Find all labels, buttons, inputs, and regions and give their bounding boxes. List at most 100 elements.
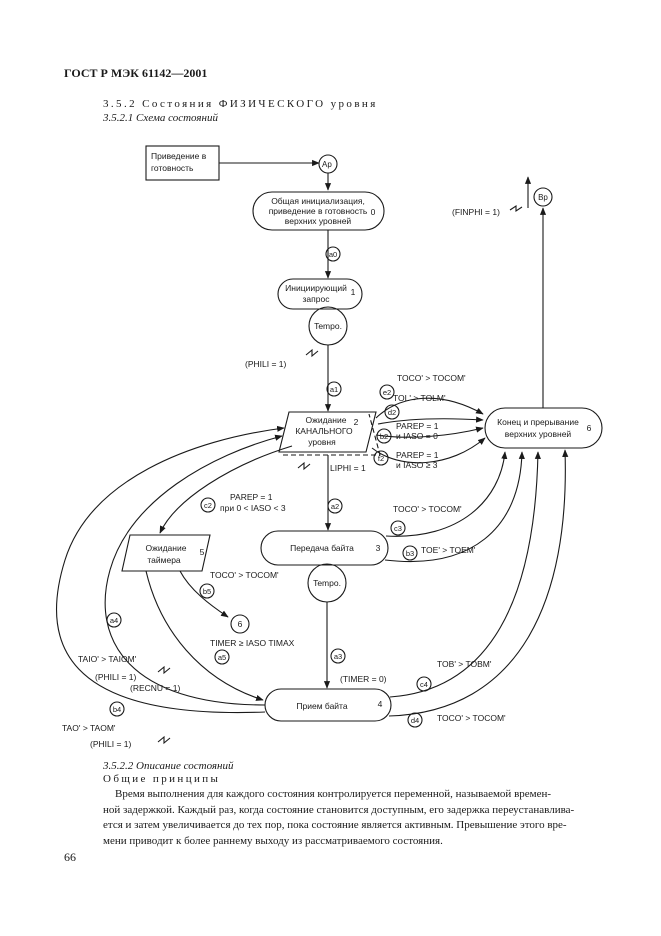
body-paragraph: Время выполнения для каждого состояния к… xyxy=(103,787,601,849)
phili-a-label: (PHILI = 1) xyxy=(95,672,137,682)
t-a5-circle xyxy=(214,649,230,665)
node-ap-label: Ap xyxy=(322,160,332,169)
t-a3-label: a3 xyxy=(334,652,342,661)
t-f2-label: f2 xyxy=(378,454,384,463)
toco-d4-label: TOCO' > TOCOM' xyxy=(437,713,506,723)
state-2-line2: КАНАЛЬНОГО xyxy=(295,426,353,436)
state-6-small-label: 6 xyxy=(238,619,243,629)
node-bp xyxy=(533,187,553,207)
lightning-icon xyxy=(305,348,319,358)
t-e2-circle xyxy=(379,384,395,400)
toco-b5-label: TOCO' > TOCOM' xyxy=(210,570,279,580)
state-3-line1: Передача байта xyxy=(290,543,354,553)
section-3-5-2-text: 3.5.2 Состояния ФИЗИЧЕСКОГО уровня xyxy=(103,98,378,110)
t-c4-label: c4 xyxy=(420,680,428,689)
state-3-box xyxy=(260,530,389,566)
state-2-line1: Ожидание xyxy=(306,415,347,425)
section-3-5-2-2-title: 3.5.2.2 Описание состояний xyxy=(103,760,234,772)
tob-label: TOB' > TOBM' xyxy=(437,659,492,669)
state-6-line2: верхних уровней xyxy=(505,429,572,439)
parep-b2-line1: PAREP = 1 xyxy=(396,421,439,431)
general-principles-text: Общие принципы xyxy=(103,773,221,785)
state-6-box xyxy=(484,407,603,449)
finphi-label: (FINPHI = 1) xyxy=(452,207,500,217)
section-3-5-2-1-title: 3.5.2.1 Схема состояний xyxy=(103,112,218,124)
t-a0-label: a0 xyxy=(329,250,337,259)
phili-b-label: (PHILI = 1) xyxy=(90,739,132,749)
t-a1-label: a1 xyxy=(330,385,338,394)
state-2-num: 2 xyxy=(354,417,359,427)
state-5-line1: Ожидание xyxy=(146,543,187,553)
state-1-line1: Инициирующий xyxy=(285,283,347,293)
prep-box-line1: Приведение в xyxy=(151,151,207,161)
t-a1-circle xyxy=(326,381,342,397)
state-5-line2: таймера xyxy=(147,555,181,565)
paragraph-line: Время выполнения для каждого состояния к… xyxy=(115,788,552,800)
state-0-line3: верхних уровней xyxy=(285,216,352,226)
prep-box-line2: готовность xyxy=(151,163,194,173)
t-c3-circle xyxy=(390,520,406,536)
state-4-num: 4 xyxy=(378,699,383,709)
t-c3-label: c3 xyxy=(394,524,402,533)
t-b2-circle xyxy=(376,428,392,444)
state-1-line2: запрос xyxy=(303,294,331,304)
t-a2-label: a2 xyxy=(331,502,339,511)
t-d2-label: d2 xyxy=(388,408,396,417)
t-d4-circle xyxy=(407,712,423,728)
t-c4-circle xyxy=(416,676,432,692)
t-a0-circle xyxy=(325,246,341,262)
state-1-num: 1 xyxy=(351,287,356,297)
timer-iaso-label: TIMER ≥ IASO TIMAX xyxy=(210,638,295,648)
t-f2-circle xyxy=(373,450,389,466)
tempo3-label: Tempo. xyxy=(313,578,341,588)
t-b4-label: b4 xyxy=(113,705,121,714)
t-b2-label: b2 xyxy=(380,432,388,441)
paragraph-line: мени приводит к более раннему выходу из … xyxy=(103,834,443,847)
state-5-box xyxy=(121,534,211,572)
toco-c3-label: TOCO' > TOCOM' xyxy=(393,504,462,514)
t-b4-circle xyxy=(109,701,125,717)
phil-label: (PHILI = 1) xyxy=(245,359,287,369)
page-number: 66 xyxy=(64,850,76,864)
t-a4-label: a4 xyxy=(110,616,118,625)
state-3-num: 3 xyxy=(376,543,381,553)
paragraph-line: ется и затем увеличивается до тех пор, п… xyxy=(103,819,567,831)
state-5-num: 5 xyxy=(200,547,205,557)
toco-e2-label: TOCO' > TOCOM' xyxy=(397,373,466,383)
state-0-line2: приведение в готовность xyxy=(269,206,368,216)
parep-f2-line2: и IASO ≥ 3 xyxy=(396,460,438,470)
node-bp-label: Bp xyxy=(538,193,548,202)
lightning-icon xyxy=(157,665,171,675)
state-0-num: 0 xyxy=(371,207,376,217)
timer0-label: (TIMER = 0) xyxy=(340,674,387,684)
t-b5-label: b5 xyxy=(203,587,211,596)
parep-f2-line1: PAREP = 1 xyxy=(396,450,439,460)
t-d2-circle xyxy=(384,404,400,420)
parep-c2-line1: PAREP = 1 xyxy=(230,492,273,502)
t-a5-label: a5 xyxy=(218,653,226,662)
t-c2-label: c2 xyxy=(204,501,212,510)
state-6-small-circle xyxy=(230,614,250,634)
state-2-line3: уровня xyxy=(308,437,336,447)
t-b3-label: b3 xyxy=(406,549,414,558)
t-a3-circle xyxy=(330,648,346,664)
lightning-icon xyxy=(297,461,311,471)
page-header-title: ГОСТ Р МЭК 61142—2001 xyxy=(64,66,208,80)
t-c2-circle xyxy=(200,497,216,513)
state-0-line1: Общая инициализация, xyxy=(271,196,365,206)
t-a2-circle xyxy=(327,498,343,514)
state-4-line1: Прием байта xyxy=(296,701,347,711)
state-6-num: 6 xyxy=(587,423,592,433)
t-e2-label: e2 xyxy=(383,388,391,397)
tempo1-label: Tempo. xyxy=(314,321,342,331)
recnu-label: (RECNU = 1) xyxy=(130,683,180,693)
parep-b2-line2: и IASO = 0 xyxy=(396,431,438,441)
state-6-line1: Конец и прерывание xyxy=(497,417,579,427)
lightning-icon xyxy=(157,735,171,745)
parep-c2-line2: при 0 < IASO < 3 xyxy=(220,503,286,513)
liphi-label: LIPHI = 1 xyxy=(330,463,366,473)
t-b3-circle xyxy=(402,545,418,561)
toe-label: TOE' > TOEM' xyxy=(421,545,476,555)
t-b5-circle xyxy=(199,583,215,599)
